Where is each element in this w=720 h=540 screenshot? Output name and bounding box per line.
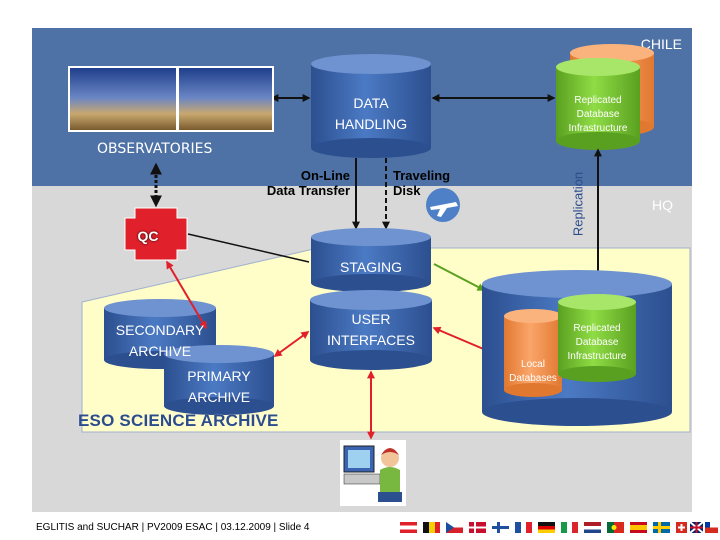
spain-flag: [630, 522, 647, 525]
local-databases-label: Local Databases: [504, 358, 562, 386]
netherlands-flag: [584, 522, 601, 526]
user-interfaces-db: [310, 290, 432, 370]
primary-archive-line2: ARCHIVE: [187, 389, 251, 405]
belgium-flag: [423, 522, 429, 533]
online-transfer-line2: Data Transfer: [266, 183, 350, 198]
local-databases-line2: Databases: [509, 373, 557, 384]
local-databases-db: [504, 309, 562, 397]
staging-db: [311, 228, 431, 292]
chile-flag: [705, 522, 718, 533]
uk-flag: [689, 521, 704, 534]
archive-to-ui-arrow: [273, 331, 310, 357]
airplane-icon: [426, 188, 460, 222]
portugal-flag: [607, 522, 614, 533]
online-transfer-line1: On-Line: [300, 168, 350, 183]
data-handling-db: [311, 54, 431, 158]
primary-archive-label: PRIMARY ARCHIVE: [164, 366, 274, 408]
eso-science-archive-label: ESO SCIENCE ARCHIVE: [78, 411, 279, 430]
local-databases-line1: Local: [521, 359, 545, 370]
data-handling-label: DATA HANDLING: [311, 93, 431, 135]
replicated-hq-label: Replicated Database Infrastructure: [558, 322, 636, 364]
replicated-hq-line2: Database: [575, 337, 619, 348]
footer-text: EGLITIS and SUCHAR | PV2009 ESAC | 03.12…: [36, 522, 310, 533]
flag-strip: [400, 521, 718, 534]
data-handling-line1: DATA: [353, 95, 389, 111]
secondary-archive-label: SECONDARY ARCHIVE: [104, 320, 216, 362]
staging-text: STAGING: [340, 259, 402, 275]
staging-to-hq-arrow: [433, 263, 486, 291]
qc-to-staging-line: [187, 233, 310, 263]
replicated-chile-line1: Replicated: [574, 95, 622, 106]
replicated-chile-line3: Infrastructure: [568, 123, 628, 134]
user-interfaces-line1: USER: [351, 311, 391, 327]
germany-flag: [538, 522, 555, 526]
replicated-chile-line2: Database: [576, 109, 620, 120]
secondary-archive-line1: SECONDARY: [115, 322, 205, 338]
qc-label: QC: [137, 228, 159, 244]
observatories-photo: [68, 66, 274, 132]
qc-cross: [124, 207, 188, 261]
data-handling-line2: HANDLING: [334, 116, 408, 132]
traveling-disk-label: Traveling Disk: [393, 168, 473, 198]
france-flag: [515, 522, 521, 533]
replication-label: Replication: [570, 171, 586, 237]
user-interfaces-line2: INTERFACES: [327, 332, 415, 348]
replicated-hq-line3: Infrastructure: [567, 351, 627, 362]
italy-flag: [561, 522, 567, 533]
traveling-disk-line1: Traveling: [393, 168, 451, 183]
traveling-disk-line2: Disk: [393, 183, 421, 198]
hq-label: HQ: [652, 197, 673, 213]
replicated-hq-line1: Replicated: [573, 323, 621, 334]
replicated-db-chile: [556, 44, 654, 150]
secondary-archive-line2: ARCHIVE: [128, 343, 192, 359]
observatories-label: OBSERVATORIES: [97, 141, 213, 157]
replicated-chile-label: Replicated Database Infrastructure: [556, 94, 640, 136]
chile-label: CHILE: [640, 36, 682, 52]
user-icon: [340, 440, 406, 506]
primary-archive-line1: PRIMARY: [187, 368, 251, 384]
staging-label: STAGING: [311, 257, 431, 278]
online-transfer-label: On-Line Data Transfer: [240, 168, 350, 198]
replicated-db-hq: [558, 294, 636, 382]
primary-archive-db: [164, 345, 274, 415]
qc-to-archive-arrow: [166, 260, 207, 330]
user-interfaces-label: USER INTERFACES: [310, 309, 432, 351]
